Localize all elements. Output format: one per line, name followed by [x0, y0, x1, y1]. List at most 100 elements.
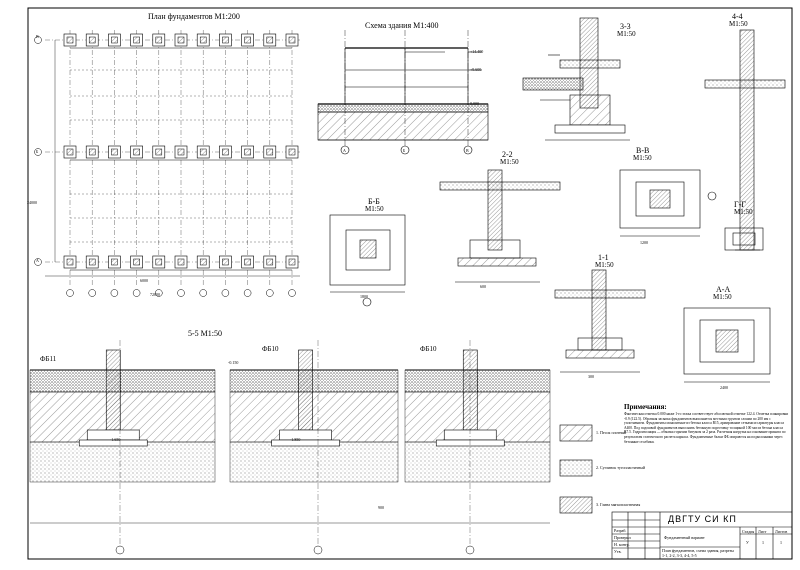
section-4-4: [704, 29, 786, 251]
column: [88, 36, 96, 44]
dim-6000: 6000: [140, 278, 148, 283]
column-section: [105, 349, 121, 431]
scheme-axis-a: А: [343, 148, 346, 153]
column: [199, 148, 207, 156]
plan-axis-marker: [266, 289, 274, 297]
column: [88, 258, 96, 266]
plan-axis-marker: [110, 289, 119, 297]
legend-item-1: 1. Песок плотный: [596, 430, 627, 435]
column: [244, 148, 251, 156]
plan-axis-marker: [199, 289, 207, 297]
column: [266, 36, 274, 44]
column: [88, 148, 96, 156]
section-axis-marker: [465, 545, 475, 555]
dim-1800: 1800: [360, 294, 368, 299]
plan-axis-marker: [155, 289, 163, 297]
section-1-1: [554, 269, 646, 373]
sheet-frame: [27, 7, 793, 560]
section-vv-scale: М1:50: [633, 154, 652, 162]
title-cell-stage: Стадия: [742, 529, 755, 534]
title-cell-sheets-val: 1: [780, 540, 782, 545]
column: [66, 36, 74, 44]
title-cell-sheet: Лист: [758, 529, 767, 534]
dim-24000: 24000: [27, 200, 37, 205]
concrete-prep: [271, 439, 340, 447]
elev-1850: -1.850: [290, 437, 301, 442]
section-3-3: [522, 17, 630, 141]
base-layer: [404, 441, 551, 483]
dim-2400: 2400: [720, 385, 728, 390]
title-stamp: ДВГТУ СИ КП: [668, 514, 737, 524]
dim-600: 600: [480, 284, 486, 289]
elev-mid: +9.600: [470, 67, 482, 72]
section-1-1-scale: М1:50: [595, 261, 614, 269]
section-4-4-scale: М1:50: [729, 20, 748, 28]
column-section: [462, 349, 478, 431]
foundation-plan: [34, 30, 300, 297]
section-axis-marker: [313, 545, 323, 555]
notes-title: Примечания:: [624, 403, 667, 411]
column: [177, 148, 185, 156]
column: [222, 148, 229, 156]
soil-legend: [559, 424, 593, 514]
dim-900: 900: [378, 505, 384, 510]
section-bb: [329, 214, 406, 307]
base-layer: [229, 441, 399, 483]
legend-item-3: 3. Глина мягкопластичная: [596, 502, 641, 507]
section-axis-marker: [115, 545, 125, 555]
title-cell-sheets: Листов: [775, 529, 788, 534]
column: [66, 148, 74, 156]
section-aa-id: А-А: [716, 285, 731, 294]
column: [177, 258, 185, 266]
section-5-5-title: 5-5 М1:50: [188, 329, 222, 338]
plan-axis-marker: [34, 258, 42, 266]
column: [222, 36, 229, 44]
plan-axis-a: А: [36, 258, 39, 263]
section-aa-scale: М1:50: [713, 293, 732, 301]
column: [177, 36, 185, 44]
fill-layer: [29, 369, 216, 393]
column-section: [298, 349, 313, 431]
legend-item-2: 2. Суглинок тугопластичный: [596, 465, 646, 470]
column: [244, 258, 251, 266]
column: [111, 36, 118, 44]
section-gg-id: Г-Г: [734, 200, 746, 209]
elev-top: +14.400: [470, 49, 484, 54]
plan-axis-marker: [243, 289, 252, 297]
column: [133, 258, 140, 266]
section-vv-id: В-В: [636, 146, 650, 155]
section-vv: [619, 169, 717, 237]
column: [155, 36, 163, 44]
title-cell-stage-val: У: [746, 540, 749, 545]
concrete-prep: [435, 439, 505, 447]
plan-axis-marker: [66, 289, 74, 297]
plan-axis-v: В: [36, 34, 39, 39]
title-role-check: Проверил: [614, 535, 631, 540]
elev-zero: 0.000: [470, 101, 479, 106]
footing-slab: [443, 429, 497, 441]
concrete-prep: [78, 439, 148, 447]
title-role-nctrl: Н. контр.: [614, 542, 630, 547]
column: [199, 36, 207, 44]
column: [133, 148, 140, 156]
section-3-3-scale: М1:50: [617, 30, 636, 38]
title-role-dev: Разраб.: [614, 528, 627, 533]
beam-label-fb10-b: ФБ10: [420, 345, 437, 353]
column: [199, 258, 207, 266]
title-sheet-desc: План фундаментов, схема здания, разрезы …: [662, 548, 734, 558]
section-2-2: [439, 169, 561, 283]
section-2-2-scale: М1:50: [500, 158, 519, 166]
section-5-5: [29, 340, 551, 555]
section-1-1-id: 1-1: [598, 253, 609, 262]
column: [266, 258, 274, 266]
section-2-2-id: 2-2: [502, 150, 513, 159]
dim-300: 300: [588, 374, 594, 379]
column: [244, 36, 251, 44]
title-subtitle: Фундаментный вариант: [664, 535, 705, 540]
section-bb-scale: М1:50: [365, 205, 384, 213]
plan-axis-marker: [177, 289, 185, 297]
dim-1200: 1200: [640, 240, 648, 245]
dim-72000: 72000: [150, 292, 160, 297]
